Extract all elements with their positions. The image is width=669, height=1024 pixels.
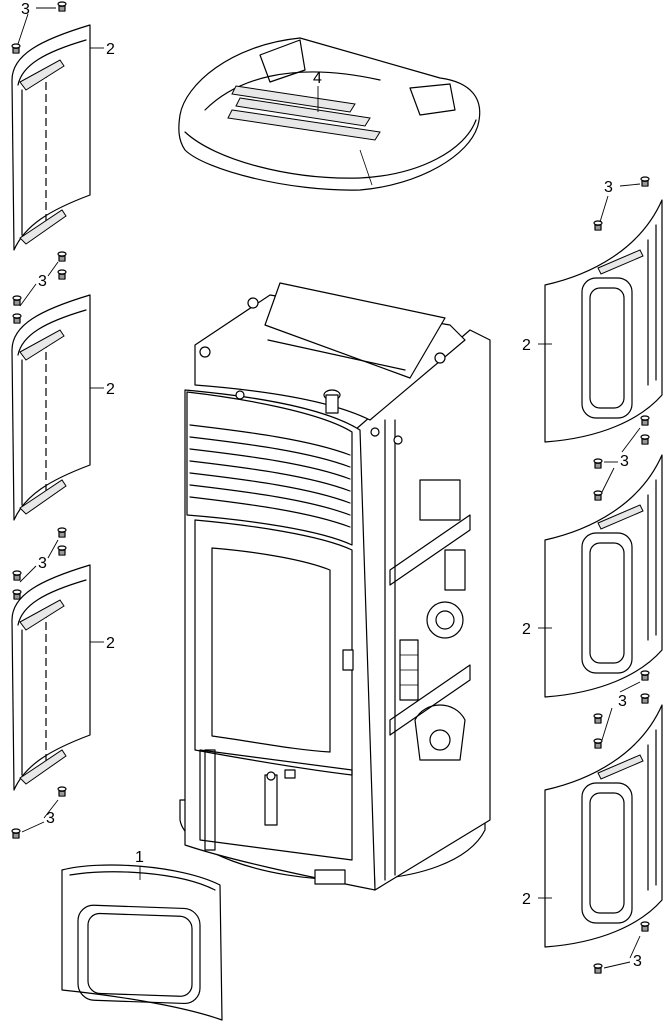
top-cover (178, 37, 481, 191)
callout-1: 1 (135, 849, 144, 866)
callout-2: 2 (522, 621, 531, 638)
callout-3: 3 (604, 179, 613, 196)
callout-2: 2 (522, 337, 531, 354)
callout-3: 3 (46, 810, 55, 827)
louvers (189, 424, 351, 528)
right-side-panel-middle (544, 454, 663, 698)
front-panel (61, 864, 223, 1021)
left-side-panel-top (11, 24, 91, 251)
callout-3: 3 (618, 693, 627, 710)
callout-3: 3 (633, 953, 642, 970)
callout-labels: 3 2 3 2 3 2 3 1 4 3 2 3 2 3 2 3 (21, 1, 642, 970)
stove-body (179, 282, 491, 891)
callout-4: 4 (313, 70, 322, 87)
callout-3: 3 (38, 555, 47, 572)
callout-3: 3 (21, 1, 30, 18)
leader-lines (17, 7, 641, 969)
callout-3: 3 (620, 453, 629, 470)
callout-2: 2 (522, 891, 531, 908)
right-side-panel-top (544, 199, 663, 443)
callout-2: 2 (106, 635, 115, 652)
left-side-panel-middle (11, 294, 91, 521)
internal-mechanics (199, 297, 471, 881)
callout-3: 3 (38, 273, 47, 290)
callout-2: 2 (106, 41, 115, 58)
left-side-panel-bottom (11, 564, 91, 791)
right-side-panel-bottom (544, 704, 663, 948)
callout-2: 2 (106, 381, 115, 398)
